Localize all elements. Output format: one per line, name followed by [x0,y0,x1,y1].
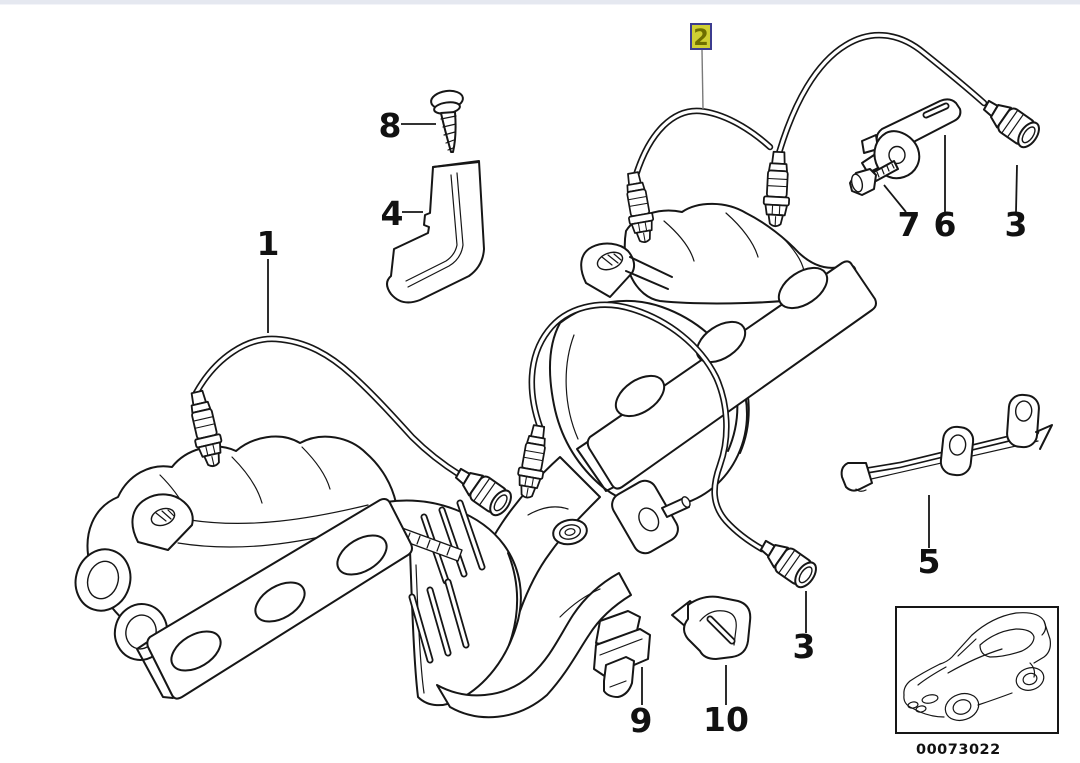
callout-5[interactable]: 5 [918,495,941,581]
callout-1-label[interactable]: 1 [257,224,280,263]
callout-2-label[interactable]: 2 [693,26,708,51]
clip-9 [593,610,651,698]
callout-8[interactable]: 8 [379,106,436,145]
callout-2-highlight-box[interactable] [690,23,712,50]
callout-7[interactable]: 7 [883,184,921,244]
callout-7-label[interactable]: 7 [898,205,921,244]
callout-5-label[interactable]: 5 [918,542,941,581]
sensor-boss [552,518,588,546]
callout-9[interactable]: 9 [630,667,653,740]
callout-3-bottom[interactable]: 3 [793,591,816,666]
callout-3-top-label[interactable]: 3 [1005,205,1028,244]
callout-10[interactable]: 10 [703,665,749,739]
callout-3-bottom-label[interactable]: 3 [793,627,816,666]
car-thumbnail-box: 00073022 [895,606,1059,758]
callout-3-top[interactable]: 3 [1005,164,1028,244]
callout-8-label[interactable]: 8 [379,106,402,145]
image-number: 00073022 [916,742,1001,758]
downpipe-body [436,572,632,719]
callout-6[interactable]: 6 [934,135,957,244]
downpipe-flange [611,479,679,555]
callout-10-label[interactable]: 10 [703,700,749,739]
diagram-canvas: 00073022 1 2 3 3 4 5 [0,5,1080,763]
rear-manifold-flange [586,260,877,490]
plug-connector-3-top [976,92,1045,152]
callout-6-label[interactable]: 6 [934,205,957,244]
callout-4-label[interactable]: 4 [381,194,404,233]
clip-10 [671,595,752,660]
cat-ribs [408,499,486,664]
bracket-5 [840,393,1053,492]
callout-1[interactable]: 1 [257,224,280,333]
window-top-strip [0,0,1080,5]
car-icon [903,612,1051,722]
screw-8 [430,89,464,153]
bracket-4 [386,160,485,304]
bolt-7 [849,160,899,196]
callout-4[interactable]: 4 [381,194,423,233]
sensor-cables [192,31,988,553]
lambda-sensor-2b [761,150,793,228]
callout-2[interactable]: 2 [690,23,712,110]
front-manifold-assembly [74,435,522,707]
sensor-cable-2a [632,107,774,179]
bracket-6 [861,98,962,180]
downpipe [436,479,691,719]
callout-9-label[interactable]: 9 [630,701,653,740]
plug-connector-3-bottom [753,532,822,592]
